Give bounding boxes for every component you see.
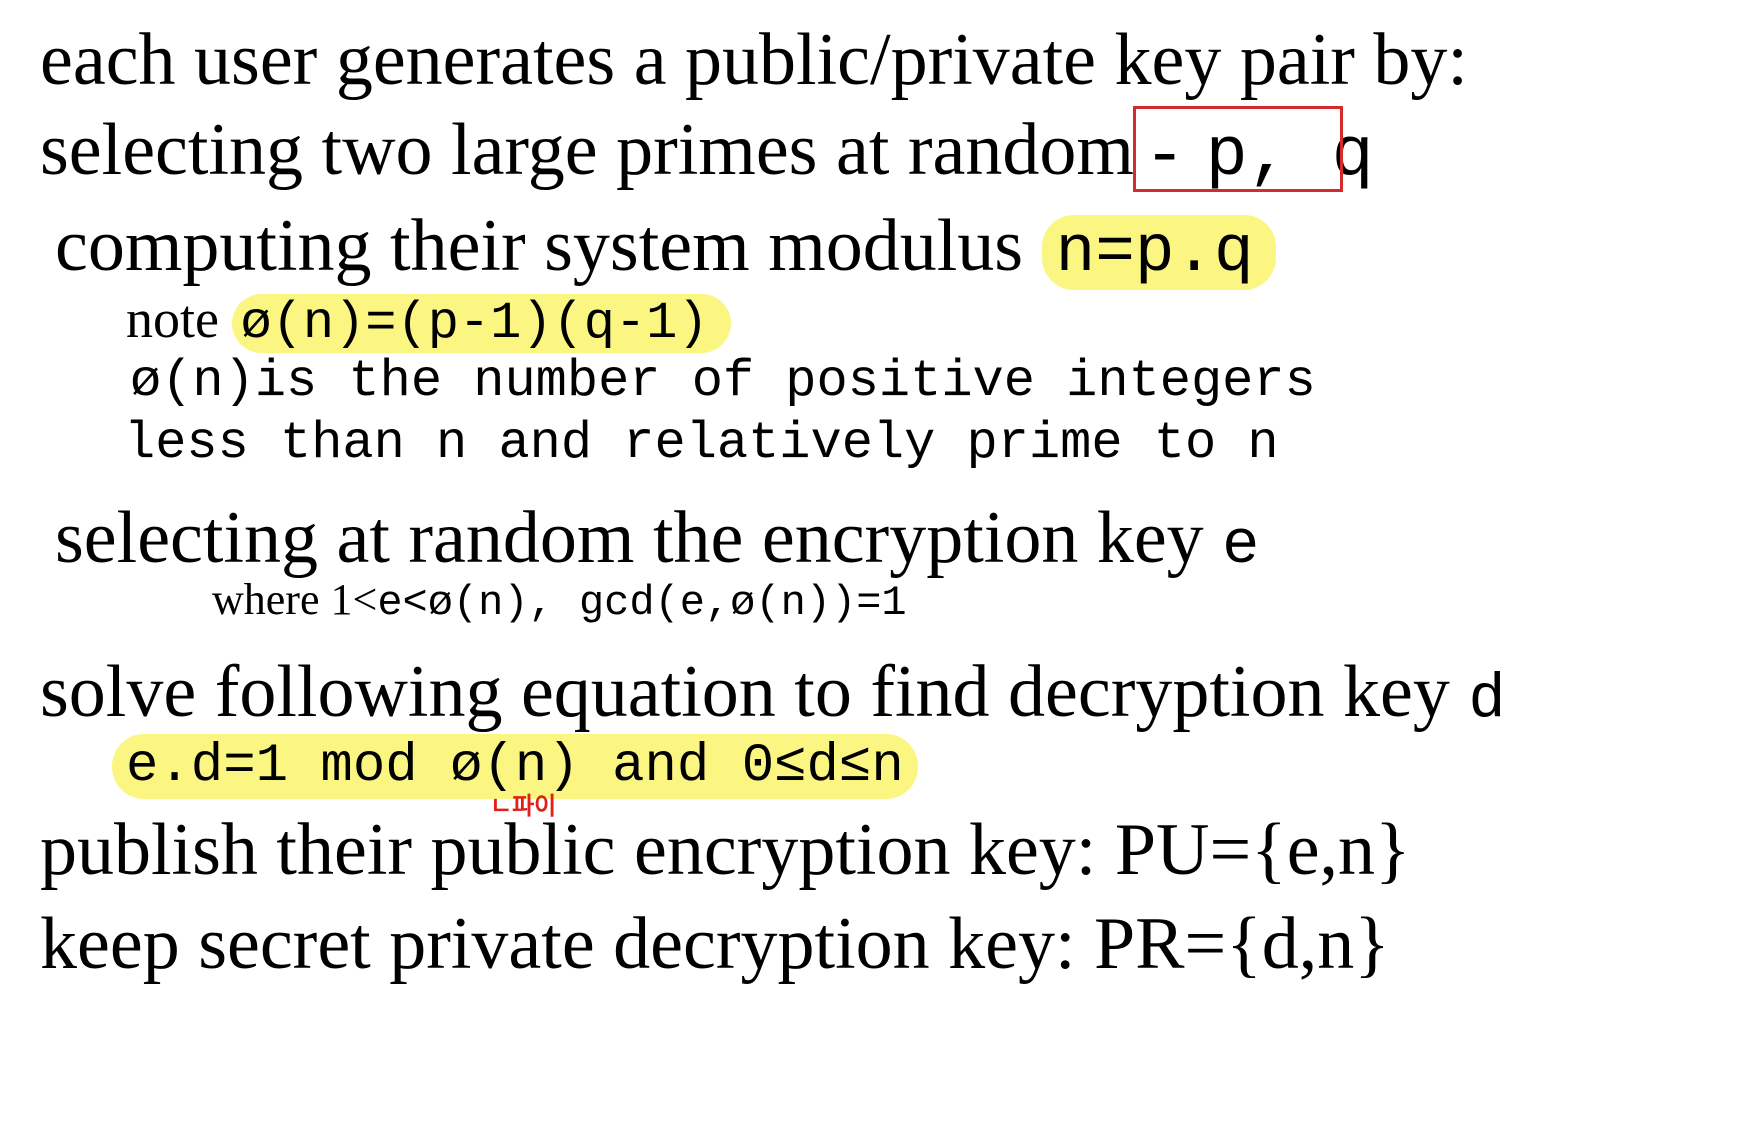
line-compute-modulus: computing their system modulus n=p.q xyxy=(55,204,1276,290)
line-compute-modulus-text: computing their system modulus xyxy=(55,205,1042,287)
primes-red-box xyxy=(1133,106,1343,192)
line-note-phi: note ø(n)=(p-1)(q-1) xyxy=(126,288,731,353)
line-phi-definition-2: less than n and relatively prime to n xyxy=(124,414,1279,473)
line-solve-d: solve following equation to find decrypt… xyxy=(40,650,1506,735)
line-select-primes-text: selecting two large primes at random - xyxy=(40,109,1196,191)
line-e-condition: where 1<e<ø(n), gcd(e,ø(n))=1 xyxy=(212,574,907,627)
modulus-formula-highlight: n=p.q xyxy=(1041,215,1276,290)
line-select-e-text: selecting at random the encryption key xyxy=(55,497,1223,579)
line-key-pair-intro: each user generates a public/private key… xyxy=(40,19,1468,101)
where-label: where 1< xyxy=(212,575,378,624)
korean-annotation: ㄴ파이 xyxy=(490,792,557,820)
line-select-primes: selecting two large primes at random - p… xyxy=(40,108,1374,196)
line-private-key: keep secret private decryption key: PR={… xyxy=(40,903,1390,985)
note-label: note xyxy=(126,289,233,349)
e-condition-formula: e<ø(n), gcd(e,ø(n))=1 xyxy=(377,579,907,627)
decryption-equation-highlight: e.d=1 mod ø(n) and 0≤d≤n xyxy=(112,734,918,799)
line-public-key: publish their public encryption key: PU=… xyxy=(40,809,1411,891)
primes-pq-code: p, q xyxy=(1205,117,1374,196)
phi-formula-highlight: ø(n)=(p-1)(q-1) xyxy=(232,294,731,353)
decryption-key-d: d xyxy=(1468,664,1506,735)
encryption-key-e: e xyxy=(1222,510,1260,581)
line-select-e: selecting at random the encryption key e xyxy=(55,496,1259,581)
line-phi-definition-1: ø(n)is the number of positive integers xyxy=(130,352,1316,411)
line-solve-d-text: solve following equation to find decrypt… xyxy=(40,651,1469,733)
